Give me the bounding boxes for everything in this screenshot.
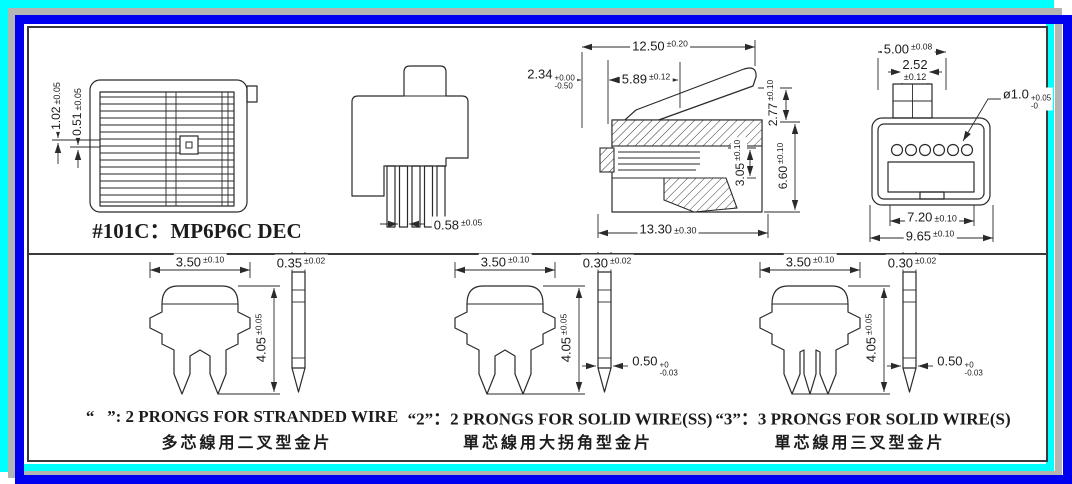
prong-solid-ss-view [454, 252, 628, 395]
dim-prong3-tip: 0.50+0-0.03 [935, 353, 985, 378]
dim-prong2-width: 3.50±0.10 [478, 253, 532, 270]
caption-prong1-en: “ ”: 2 PRONGS FOR STRANDED WIRE [85, 407, 399, 426]
side-view [351, 65, 469, 228]
dim-front-height-outer: 1.02±0.05 [49, 80, 64, 132]
dim-rear-cavity-width: 7.20±0.10 [905, 209, 959, 226]
dim-rear-hole-diameter: ø1.0+0.05-0 [1000, 86, 1054, 111]
front-view [52, 79, 258, 213]
dim-prong2-height: 4.05±0.05 [557, 311, 574, 365]
dim-rear-inner-width: 2.52±0.12 [900, 57, 930, 83]
dim-section-top-width: 12.50±0.20 [630, 37, 690, 54]
dim-rear-total-width: 9.65±0.10 [903, 227, 957, 244]
dim-section-length: 13.30±0.30 [637, 221, 699, 238]
caption-prong3-en: “3”：3 PRONGS FOR SOLID WIRE(S) [715, 409, 1011, 429]
dim-prong3-width: 3.50±0.10 [783, 253, 837, 270]
section-divider [28, 253, 1047, 255]
dim-front-height-inner: 0.51±0.05 [70, 86, 85, 138]
prong-stranded-view [149, 252, 306, 395]
dim-prong2-tip: 0.50+0-0.03 [630, 353, 680, 378]
dim-prong2-thickness: 0.30±0.02 [580, 254, 634, 271]
caption-prong1-zh: 多芯線用二叉型金片 [161, 435, 333, 452]
dim-prong1-width: 3.50±0.10 [173, 253, 227, 270]
dim-prong1-height: 4.05±0.05 [252, 311, 269, 365]
rear-body [871, 117, 991, 206]
dim-section-body-height: 6.60±0.10 [774, 140, 790, 192]
latch-lever [615, 67, 757, 129]
dim-prong1-thickness: 0.35±0.02 [274, 254, 328, 271]
section-view [568, 40, 800, 238]
caption-prong3-zh: 單芯線用三叉型金片 [774, 435, 946, 452]
wire-holes [890, 143, 974, 157]
dim-rear-top-width: 5.00±0.08 [881, 40, 935, 57]
drawing-border [27, 26, 1048, 462]
part-title: #101C：MP6P6C DEC [92, 219, 302, 243]
dim-section-latch-height: 2.77±0.10 [764, 77, 780, 129]
caption-prong2-zh: 單芯線用大拐角型金片 [462, 435, 654, 452]
caption-prong2-en: “2”：2 PRONGS FOR SOLID WIRE(SS) [407, 409, 713, 429]
front-side-tab [246, 85, 258, 103]
dim-prong3-height: 4.05±0.05 [862, 311, 879, 365]
dim-section-latch: 5.89±0.12 [619, 70, 673, 87]
dim-section-front: 2.34+0.00-0.50 [525, 66, 577, 91]
dim-prong3-thickness: 0.30±0.02 [885, 254, 939, 271]
dim-side-prong-width: 0.58±0.05 [431, 216, 485, 233]
dim-section-cavity-height: 3.05±0.10 [731, 137, 747, 189]
prong-solid-s-view [759, 252, 933, 395]
